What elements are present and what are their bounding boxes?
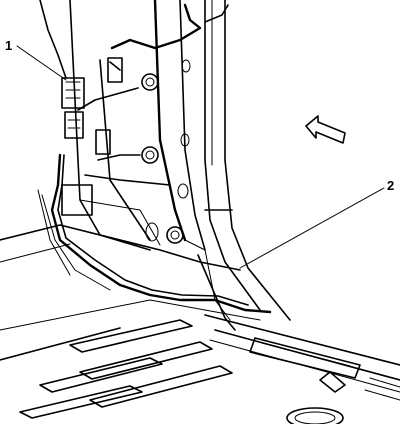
pillar-holes [141, 59, 191, 244]
sill-panel [204, 314, 400, 401]
forward-arrow-icon [305, 115, 346, 144]
callout-1: 1 [5, 38, 67, 81]
pillar-structure [69, 0, 291, 331]
floor-panel [0, 224, 344, 424]
wiring-harness [37, 0, 272, 314]
callout-2-label: 2 [387, 178, 394, 193]
callout-2: 2 [239, 178, 394, 269]
callout-1-label: 1 [5, 38, 12, 53]
